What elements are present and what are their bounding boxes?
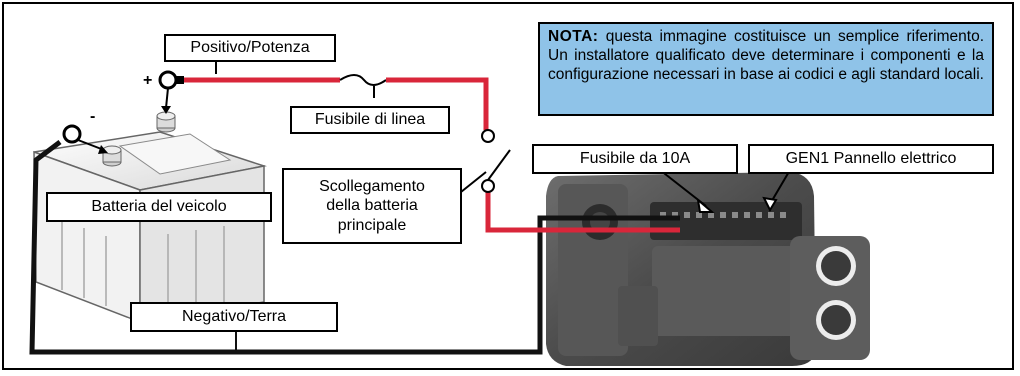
note-title: NOTA: [548,28,599,45]
positive-power-label: Positivo/Potenza [164,34,336,62]
negative-ground-wire [29,140,680,355]
inline-fuse-label: Fusibile di linea [290,106,450,134]
negative-terminal [102,145,122,167]
vehicle-battery-label: Batteria del veicolo [46,192,272,222]
negative-ground-label: Negativo/Terra [130,302,338,332]
positive-power-wire [182,74,680,233]
main-battery-disconnect-label: Scollegamento della batteria principale [282,168,462,244]
fuse-10a-label: Fusibile da 10A [532,144,738,174]
note-box: NOTA: questa immagine costituisce un sem… [538,22,994,116]
positive-ring-terminal [158,70,184,114]
disconnect-label-line-3: principale [337,216,407,234]
power-panel-device [546,172,870,366]
negative-sign: - [90,108,96,125]
positive-terminal [156,111,176,133]
gen1-panel-label: GEN1 Pannello elettrico [748,144,994,174]
battery-disconnect-switch [455,129,511,197]
disconnect-label-line-2: della batteria [326,197,418,215]
positive-sign: + [143,72,153,89]
leader-lines [215,52,791,213]
disconnect-label-line-1: Scollegamento [319,178,425,196]
negative-ring-terminal [62,124,108,154]
note-body: questa immagine costituisce un semplice … [548,28,985,83]
diagram-frame [2,2,1014,370]
